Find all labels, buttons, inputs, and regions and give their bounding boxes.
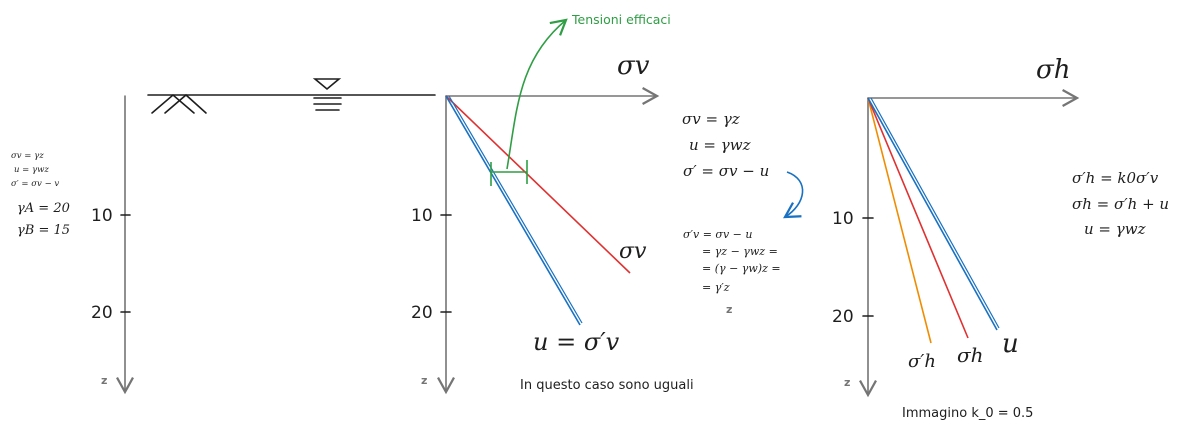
total-stress-label: σv	[619, 239, 647, 264]
eq-total-horizontal: σh = σ′h + u	[1072, 195, 1169, 213]
depth-axis-label: z	[101, 374, 107, 387]
pore-pressure-line-p3-shadow	[870, 97, 1000, 329]
panel-soil-profile: 10 20 z σv = γz u = γwz σ′ = σv − v γA =…	[11, 78, 436, 395]
mini-equation-1: σv = γz	[11, 151, 44, 161]
pore-pressure-line-shadow	[448, 95, 583, 324]
derivation-line-4: = γ′z	[702, 281, 730, 294]
sigma-h-axis-label: σh	[1036, 55, 1071, 85]
k0-caption: Immagino k_0 = 0.5	[902, 406, 1033, 421]
total-stress-line	[445, 95, 631, 274]
water-table-icon	[312, 78, 342, 111]
effective-stress-label: Tensioni efficaci	[571, 12, 671, 27]
eq-pore-pressure-p3: u = γwz	[1084, 220, 1146, 238]
derivation-line-3: = (γ − γw)z =	[702, 262, 781, 275]
depth-tick-label-20-p2: 20	[411, 303, 433, 323]
sigma-v-axis-label: σv	[617, 51, 650, 81]
mini-equation-2: u = γwz	[14, 165, 49, 175]
pore-pressure-line	[445, 95, 581, 326]
total-horizontal-label: σh	[957, 343, 984, 367]
derivation-line-1: σ′v = σv − u	[683, 228, 752, 241]
equal-caption: In questo caso sono uguali	[520, 378, 694, 393]
total-horizontal-line	[867, 97, 969, 339]
depth-axis-label-p2: z	[421, 374, 427, 387]
eq-effective-stress: σ′ = σv − u	[683, 162, 769, 180]
depth-axis-label-p3: z	[844, 376, 850, 389]
panel-vertical-stress: σv 10 20 z Tensioni efficaci σv = γz u =…	[411, 12, 804, 395]
effective-horizontal-line	[867, 97, 932, 344]
mini-equation-3: σ′ = σv − v	[11, 179, 59, 189]
ground-hatch-icon	[151, 93, 207, 114]
derivation-arrow	[783, 171, 804, 219]
depth-tick-label-10-p2: 10	[411, 206, 433, 226]
effective-horizontal-label: σ′h	[908, 351, 936, 372]
pore-pressure-line-p3	[867, 97, 998, 331]
depth-tick-label-20-p3: 20	[832, 307, 854, 327]
unit-weight-a: γA = 20	[17, 201, 70, 216]
pore-pressure-label-p3: u	[1002, 329, 1019, 359]
depth-tick-label-20: 20	[91, 303, 113, 323]
pore-pressure-label: u = σ′v	[533, 328, 620, 356]
depth-tick-label-10-p3: 10	[832, 209, 854, 229]
eq-pore-pressure: u = γwz	[689, 136, 751, 154]
effective-stress-arrow	[506, 18, 568, 170]
derivation-z: z	[726, 303, 732, 316]
eq-sigma-v: σv = γz	[682, 110, 740, 128]
effective-stress-bracket	[490, 160, 528, 186]
derivation-line-2: = γz − γwz =	[702, 245, 778, 258]
unit-weight-b: γB = 15	[17, 223, 70, 238]
depth-tick-label-10: 10	[91, 206, 113, 226]
panel-horizontal-stress: σh 10 20 z σ′h = k0σ′v σh = σ′h + u u = …	[832, 55, 1169, 421]
eq-effective-horizontal: σ′h = k0σ′v	[1072, 169, 1159, 187]
